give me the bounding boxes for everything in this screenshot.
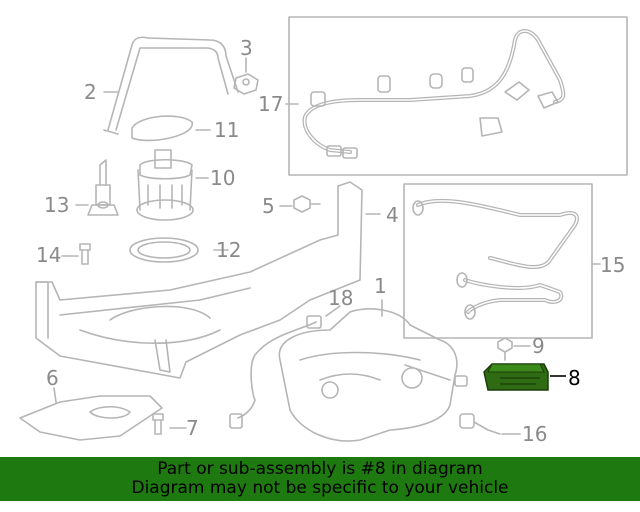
part-17-evap-lines (288, 16, 628, 176)
callout-18[interactable]: 18 (328, 286, 354, 310)
part-13-valve (87, 159, 119, 216)
part-7-bolt (152, 413, 164, 435)
part-5-bolt (293, 195, 321, 213)
part-4-shield (35, 181, 363, 379)
banner-line-2: Diagram may not be specific to your vehi… (131, 478, 509, 498)
info-banner: Part or sub-assembly is #8 in diagram Di… (0, 457, 640, 501)
callout-8[interactable]: 8 (568, 366, 581, 390)
part-15-filler-pipes (403, 183, 593, 339)
part-12-lock-ring (129, 237, 199, 263)
part-9-bolt (497, 337, 513, 361)
callout-5[interactable]: 5 (262, 194, 275, 218)
part-14-bolt (79, 243, 91, 265)
callout-2[interactable]: 2 (84, 80, 97, 104)
callout-7[interactable]: 7 (186, 416, 199, 440)
callout-4[interactable]: 4 (386, 203, 399, 227)
part-2-strap (103, 36, 239, 135)
callout-12[interactable]: 12 (216, 238, 242, 262)
callout-10[interactable]: 10 (210, 166, 236, 190)
callout-9[interactable]: 9 (532, 334, 545, 358)
callout-17[interactable]: 17 (258, 92, 284, 116)
callout-11[interactable]: 11 (214, 118, 240, 142)
part-8-module-highlighted (483, 363, 566, 391)
parts-diagram (19, 16, 628, 442)
part-3-nut (233, 73, 259, 95)
callout-1[interactable]: 1 (374, 274, 387, 298)
callout-6[interactable]: 6 (46, 366, 59, 390)
callout-16[interactable]: 16 (522, 422, 548, 446)
banner-line-1: Part or sub-assembly is #8 in diagram (157, 459, 483, 479)
part-6-heat-shield (19, 395, 163, 441)
part-16-sensor (459, 413, 501, 435)
callout-3[interactable]: 3 (240, 36, 253, 60)
callout-14[interactable]: 14 (36, 243, 62, 267)
part-1-fuel-tank (278, 308, 468, 442)
callout-13[interactable]: 13 (44, 193, 70, 217)
part-11-seal (131, 115, 193, 142)
callout-15[interactable]: 15 (600, 253, 626, 277)
part-18-harness (229, 315, 322, 429)
leader-lines (53, 57, 601, 435)
part-10-pump-module (136, 149, 194, 221)
